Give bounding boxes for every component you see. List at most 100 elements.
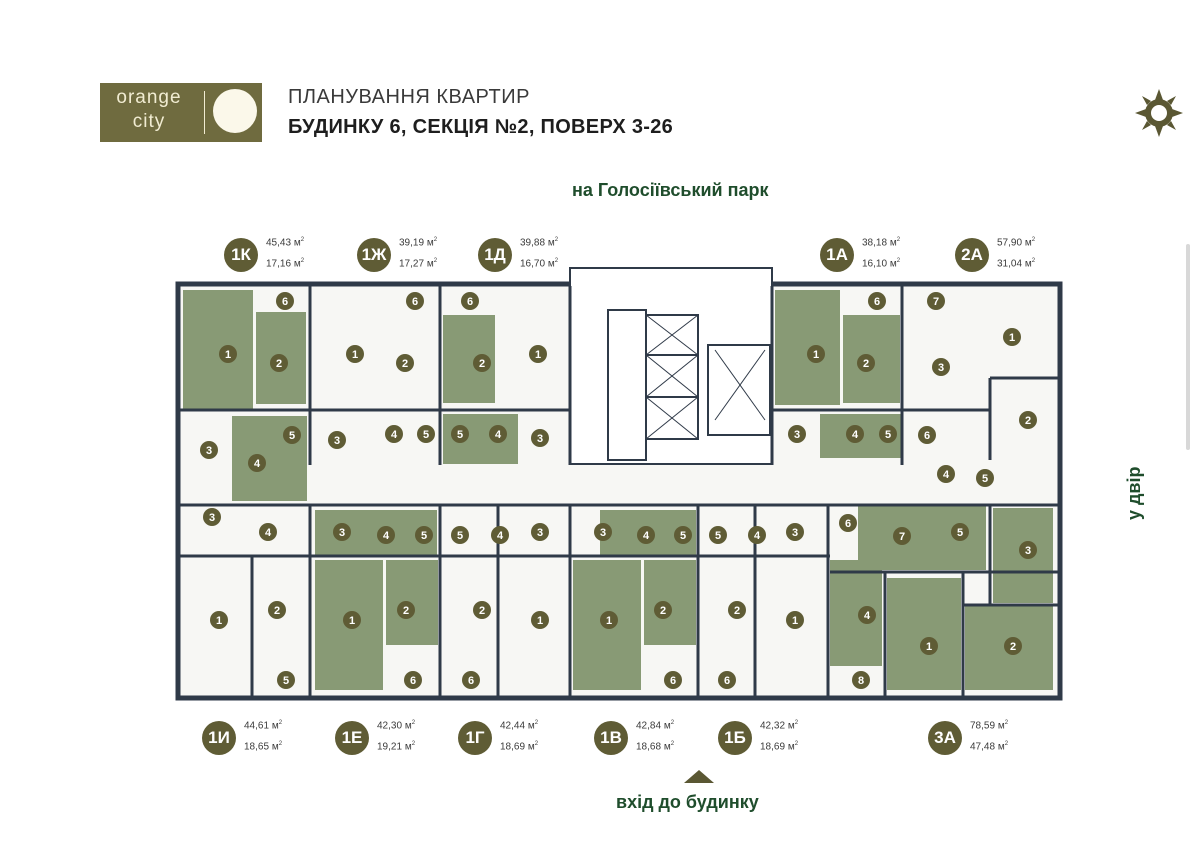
svg-text:4: 4 <box>497 530 504 542</box>
apartment-living-area: 18,69 м2 <box>760 741 799 753</box>
svg-text:1: 1 <box>606 615 612 627</box>
apartment-code-badge: 1В <box>594 721 628 755</box>
svg-text:3: 3 <box>1025 545 1031 557</box>
apartment-code-badge: 3А <box>928 721 962 755</box>
svg-text:1: 1 <box>1009 332 1015 344</box>
svg-text:3: 3 <box>537 433 543 445</box>
apartment-total-area: 39,19 м2 <box>399 237 438 249</box>
room-markers: 1 2 6 5 4 3 3 4 1 2 6 3 4 5 5 4 3 2 6 1 1 2 6 3 4 5 7 3 1 2 6 4 5 1 2 5 1 2 6 3… <box>200 292 1037 689</box>
svg-text:2: 2 <box>402 358 408 370</box>
apartment-total-area: 42,30 м2 <box>377 720 416 732</box>
scrollbar[interactable] <box>1186 244 1190 450</box>
svg-text:3: 3 <box>794 429 800 441</box>
svg-text:1: 1 <box>537 615 543 627</box>
apartment-code-badge: 1И <box>202 721 236 755</box>
svg-text:3: 3 <box>600 527 606 539</box>
svg-text:4: 4 <box>495 429 502 441</box>
page-title-line-2: БУДИНКУ 6, СЕКЦІЯ №2, ПОВЕРХ 3-26 <box>288 116 674 138</box>
apartment-total-area: 78,59 м2 <box>970 720 1009 732</box>
apartment-code-badge: 1Е <box>335 721 369 755</box>
svg-text:5: 5 <box>421 530 427 542</box>
apartment-code-badge: 2А <box>955 238 989 272</box>
svg-text:2: 2 <box>479 358 485 370</box>
entrance-arrow-icon <box>684 770 714 783</box>
apartment-code-badge: 1Г <box>458 721 492 755</box>
svg-text:2: 2 <box>1010 641 1016 653</box>
apartment-total-area: 45,43 м2 <box>266 237 305 249</box>
svg-text:6: 6 <box>924 430 930 442</box>
svg-text:4: 4 <box>754 530 761 542</box>
logo-wordmark: orange city <box>100 86 198 134</box>
interior-walls <box>180 286 1058 696</box>
svg-text:6: 6 <box>874 296 880 308</box>
apartment-total-area: 39,88 м2 <box>520 237 559 249</box>
apartment-total-area: 42,32 м2 <box>760 720 799 732</box>
svg-text:3: 3 <box>792 527 798 539</box>
apartment-living-area: 31,04 м2 <box>997 258 1036 270</box>
svg-text:2: 2 <box>274 605 280 617</box>
svg-text:3: 3 <box>334 435 340 447</box>
svg-text:3: 3 <box>209 512 215 524</box>
apartment-total-area: 42,84 м2 <box>636 720 675 732</box>
logo-line-1: orange <box>116 87 182 108</box>
svg-text:7: 7 <box>933 296 939 308</box>
apartment-code-badge: 1К <box>224 238 258 272</box>
orientation-park-label: на Голосіївський парк <box>572 180 769 200</box>
svg-text:5: 5 <box>680 530 686 542</box>
svg-text:5: 5 <box>957 527 963 539</box>
svg-text:7: 7 <box>899 531 905 543</box>
apartment-code-badge: 1Б <box>718 721 752 755</box>
svg-text:4: 4 <box>643 530 650 542</box>
svg-text:3: 3 <box>339 527 345 539</box>
svg-text:5: 5 <box>885 429 891 441</box>
apartment-living-area: 17,27 м2 <box>399 258 438 270</box>
svg-text:2: 2 <box>479 605 485 617</box>
svg-text:2: 2 <box>863 358 869 370</box>
orientation-entrance-label: вхід до будинку <box>616 792 759 812</box>
apartment-total-area: 57,90 м2 <box>997 237 1036 249</box>
svg-text:1: 1 <box>926 641 932 653</box>
apartment-living-area: 18,68 м2 <box>636 741 675 753</box>
svg-text:6: 6 <box>724 675 730 687</box>
svg-text:5: 5 <box>289 430 295 442</box>
svg-text:6: 6 <box>845 518 851 530</box>
svg-text:6: 6 <box>467 296 473 308</box>
svg-text:1: 1 <box>216 615 222 627</box>
apartment-total-area: 42,44 м2 <box>500 720 539 732</box>
apartment-code-badge: 1Ж <box>357 238 391 272</box>
compass-icon <box>1135 89 1183 137</box>
svg-text:8: 8 <box>858 675 864 687</box>
page-title-line-1: ПЛАНУВАННЯ КВАРТИР <box>288 86 530 108</box>
apartment-living-area: 17,16 м2 <box>266 258 305 270</box>
svg-text:4: 4 <box>391 429 398 441</box>
svg-text:2: 2 <box>734 605 740 617</box>
svg-text:6: 6 <box>282 296 288 308</box>
svg-text:5: 5 <box>715 530 721 542</box>
svg-text:4: 4 <box>864 610 871 622</box>
svg-text:2: 2 <box>660 605 666 617</box>
svg-text:6: 6 <box>670 675 676 687</box>
svg-text:1: 1 <box>792 615 798 627</box>
svg-text:4: 4 <box>265 527 272 539</box>
svg-text:5: 5 <box>283 675 289 687</box>
svg-text:3: 3 <box>206 445 212 457</box>
svg-text:2: 2 <box>276 358 282 370</box>
svg-text:6: 6 <box>410 675 416 687</box>
svg-text:1: 1 <box>352 349 358 361</box>
logo-sun-icon <box>213 89 257 133</box>
svg-text:1: 1 <box>813 349 819 361</box>
svg-text:6: 6 <box>468 675 474 687</box>
svg-text:4: 4 <box>383 530 390 542</box>
svg-text:2: 2 <box>1025 415 1031 427</box>
apartment-total-area: 44,61 м2 <box>244 720 283 732</box>
svg-text:1: 1 <box>225 349 231 361</box>
logo-line-2: city <box>132 111 166 132</box>
svg-text:4: 4 <box>254 458 261 470</box>
apartment-living-area: 18,69 м2 <box>500 741 539 753</box>
svg-text:2: 2 <box>403 605 409 617</box>
logo-divider <box>204 91 205 134</box>
svg-text:6: 6 <box>412 296 418 308</box>
apartment-code-badge: 1Д <box>478 238 512 272</box>
apartment-living-area: 16,70 м2 <box>520 258 559 270</box>
